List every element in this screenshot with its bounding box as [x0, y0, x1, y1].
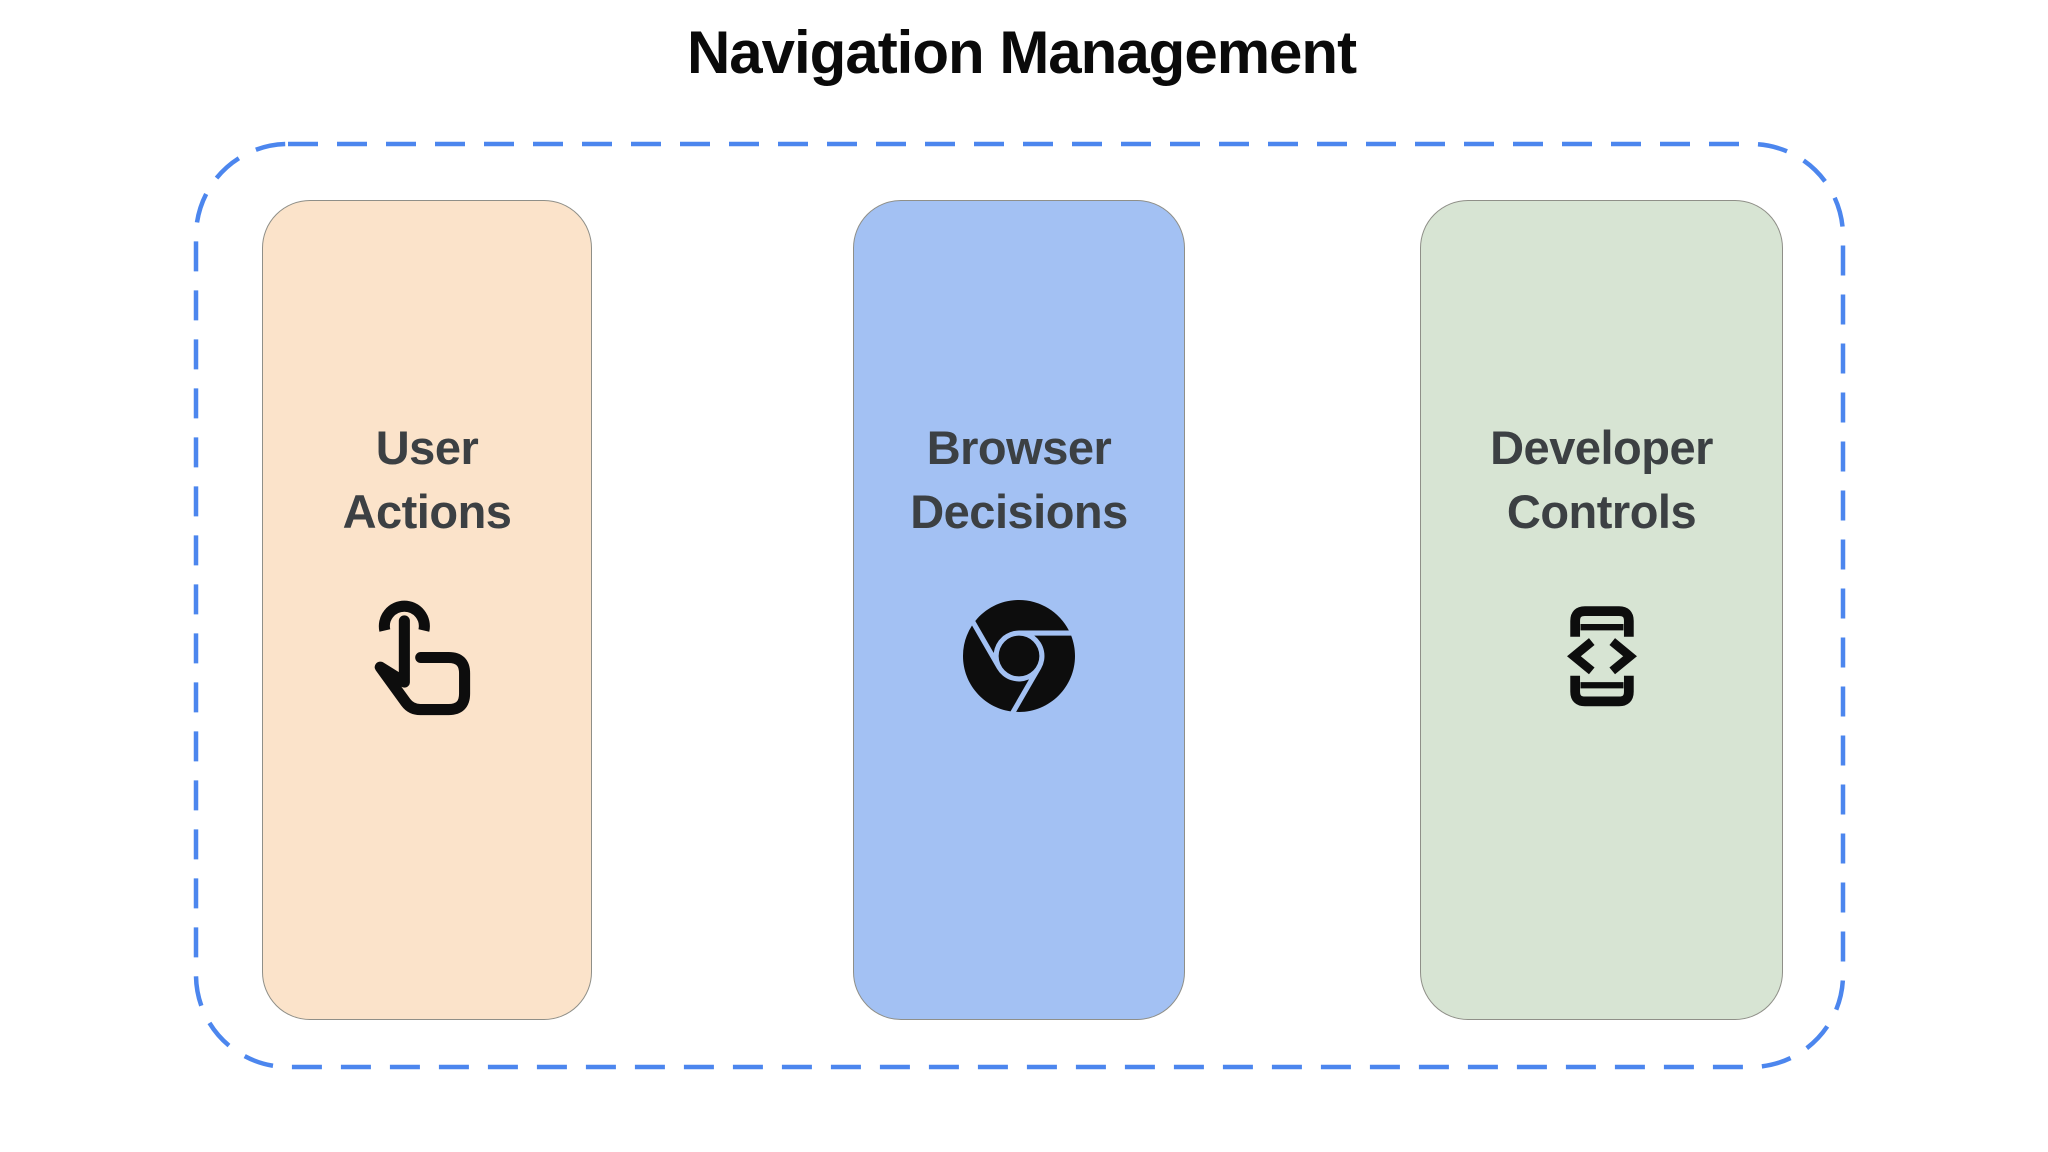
card-label: Developer Controls	[1490, 421, 1713, 538]
card-developer-controls[interactable]: Developer Controls	[1420, 200, 1783, 1020]
touch-gesture-icon	[374, 600, 471, 716]
chrome-browser-icon	[963, 600, 1075, 712]
diagram-title: Navigation Management	[686, 19, 1357, 86]
card-user-actions[interactable]: User Actions	[262, 200, 592, 1020]
group-outline	[193, 141, 1846, 1070]
group-outline-border	[193, 141, 1846, 1070]
card-browser-decisions[interactable]: Browser Decisions	[853, 200, 1185, 1020]
card-label: Browser Decisions	[910, 421, 1128, 538]
card-label: User Actions	[342, 421, 512, 538]
developer-mode-icon	[1566, 606, 1637, 707]
